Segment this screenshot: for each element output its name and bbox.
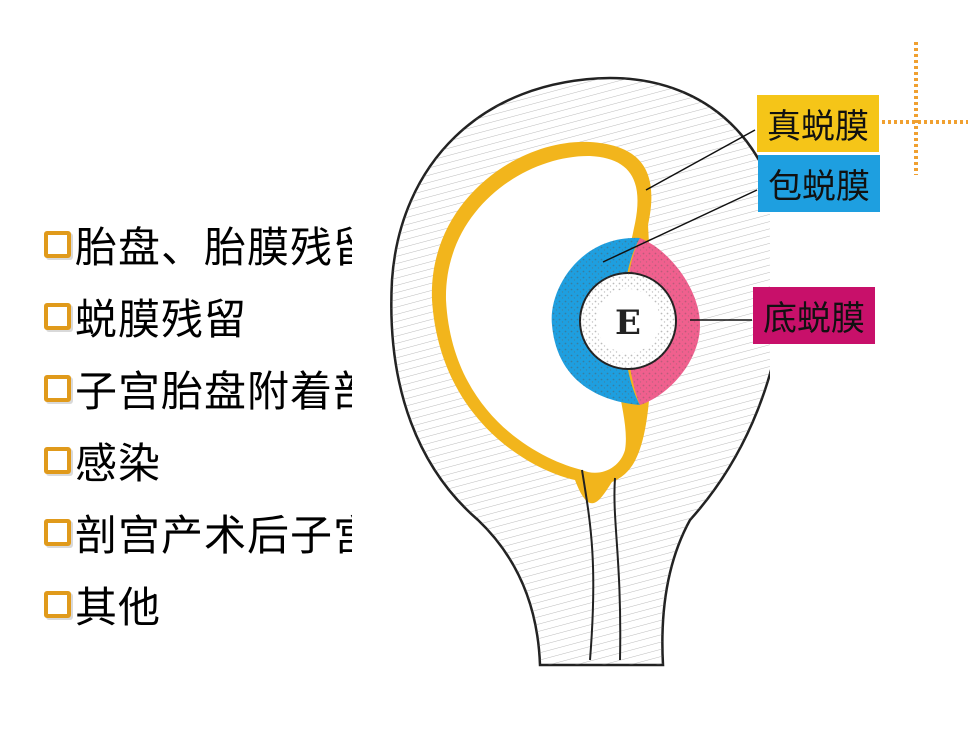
- list-item: 感染: [44, 424, 352, 496]
- checkbox-bullet-icon: [44, 374, 71, 402]
- capsular-decidua-label: 包蜕膜: [758, 155, 880, 212]
- list-item: 蜕膜残留: [44, 280, 352, 352]
- checkbox-bullet-icon: [44, 518, 71, 546]
- uterus-decidua-diagram: E: [390, 76, 770, 667]
- list-item-text: 胎盘、胎膜残留: [75, 222, 352, 272]
- list-item-text: 子宫胎盘附着部复旧不全: [75, 366, 352, 416]
- embryo-label: E: [615, 303, 641, 343]
- list-item: 剖宫产术后子宫切口裂开: [44, 496, 352, 568]
- dotted-decoration: [882, 42, 968, 175]
- list-item: 子宫胎盘附着部复旧不全: [44, 352, 352, 424]
- list-item-text: 其他: [75, 582, 162, 632]
- uterine-cavity: [445, 155, 638, 473]
- checkbox-bullet-icon: [44, 446, 71, 474]
- leader-line: [645, 129, 756, 191]
- list-item-text: 蜕膜残留: [75, 294, 248, 344]
- checkbox-bullet-icon: [44, 230, 71, 258]
- basal-decidua-label: 底蜕膜: [753, 287, 875, 344]
- leader-line: [602, 189, 758, 263]
- list-item-text: 感染: [75, 438, 162, 488]
- cause-list: 胎盘、胎膜残留 蜕膜残留 子宫胎盘附着部复旧不全 感染 剖宫产术后子宫切口裂开 …: [44, 208, 352, 640]
- list-item-text: 剖宫产术后子宫切口裂开: [75, 510, 352, 560]
- checkbox-bullet-icon: [44, 590, 71, 618]
- true-decidua-label: 真蜕膜: [757, 95, 879, 152]
- list-item: 胎盘、胎膜残留: [44, 208, 352, 280]
- checkbox-bullet-icon: [44, 302, 71, 330]
- list-item: 其他: [44, 568, 352, 640]
